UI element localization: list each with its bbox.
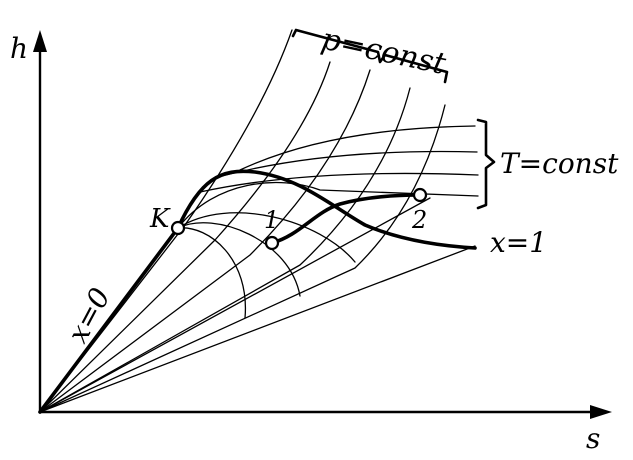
isobar-ray-1 [39,245,476,413]
isobar-2 [39,61,331,413]
isotherms [177,125,479,319]
pressure-label: p=const [318,22,449,83]
isobar-3 [39,69,371,413]
pressure-brace [291,28,449,84]
isotherm-3 [199,172,479,193]
h-axis-arrow [33,30,47,52]
isotherm-1 [239,125,476,171]
isobar-4 [39,87,411,413]
isotherm-5 [177,212,356,263]
isotherm-4 [177,181,479,229]
isobar-5 [39,104,446,413]
s-axis-arrow [590,405,612,419]
axes [33,30,612,419]
point-1-marker [264,235,280,251]
critical-point-label: K [149,204,171,234]
saturated-vapor-label: x=1 [490,226,547,259]
saturated-vapor-line [176,169,477,250]
temperature-label: T=const [500,147,619,180]
temperature-brace [476,118,496,210]
process-line-1-2 [270,193,422,245]
point-2-label: 2 [411,206,427,234]
h-axis-label: h [10,32,28,65]
critical-point-marker [170,220,186,236]
point-1-label: 1 [264,206,279,234]
isotherm-2 [221,150,478,177]
isobar-ray-2 [39,197,431,413]
point-2-marker [412,187,428,203]
saturated-liquid-label: x=0 [61,282,117,348]
isobars [39,29,476,413]
isotherm-6 [177,222,301,297]
saturated-liquid-line [38,226,180,414]
isotherm-7 [177,227,246,319]
s-axis-label: s [586,422,600,455]
